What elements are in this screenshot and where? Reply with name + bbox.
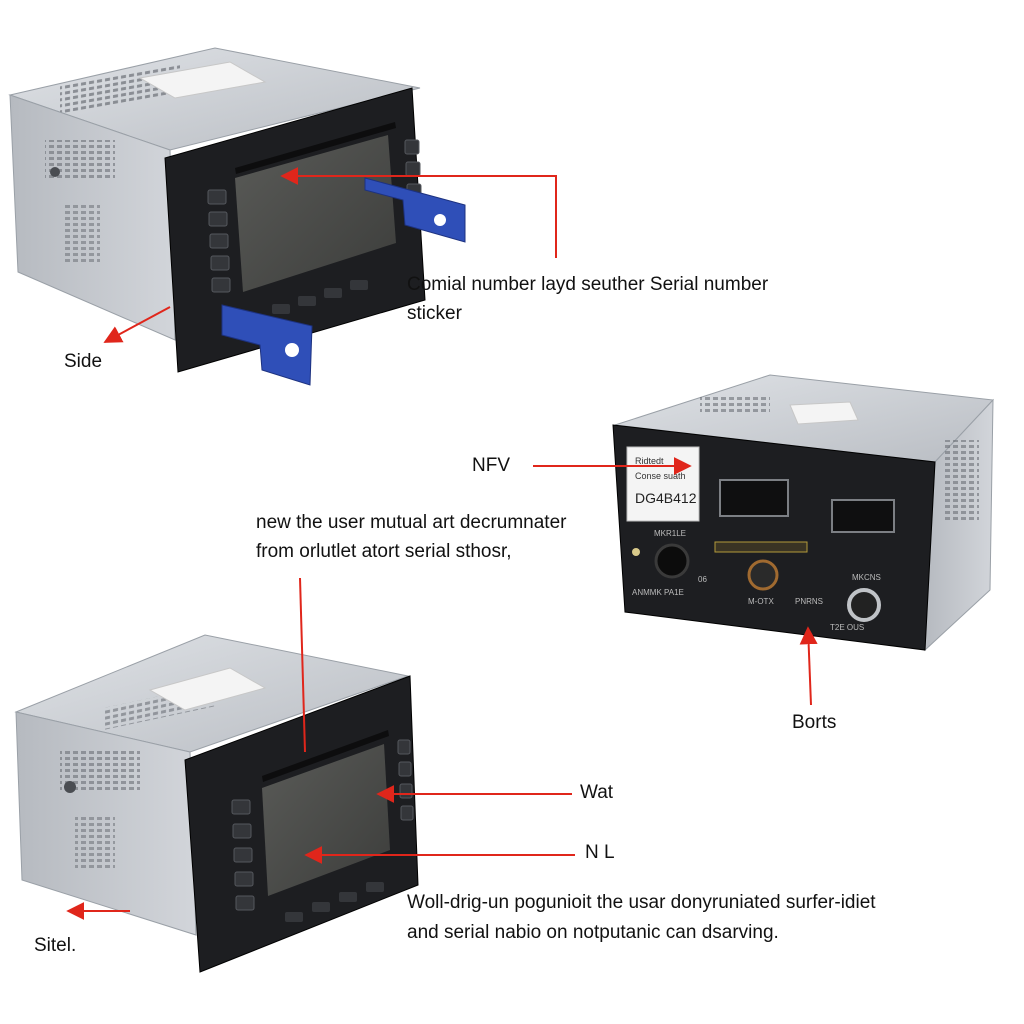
serial-sticker-code: DG4B412 [635,490,697,506]
bottom-unit-button [285,912,303,922]
rear-unit-port-small [831,499,895,533]
rear-unit-port-large [719,479,789,517]
rear-caption-far-right: T2E OUS [830,623,864,632]
bottom-unit-button [312,902,330,912]
rear-jack-left-label: MKR1LE [654,529,686,538]
rear-marker: 06 [698,575,707,584]
top-unit-button [405,161,421,177]
bottom-unit-button [400,805,414,821]
rear-unit-jack-mid [747,559,779,591]
bottom-unit-button [235,895,255,911]
top-unit-button [210,255,230,271]
top-unit-button [208,211,228,227]
rear-unit-jack-right [847,588,881,622]
top-unit-button [324,288,342,298]
rear-caption-left: ANMMK PA1E [632,588,684,597]
bottom-unit-button [234,871,254,887]
rear-unit-side-vents [945,440,979,520]
top-unit-bracket-hole [434,214,446,226]
label-side-top: Side [64,351,103,372]
top-unit-bottom-buttons [272,280,368,314]
rear-unit-jack-left [654,543,690,579]
top-unit-bracket-left [221,304,313,386]
label-nl: N L [585,842,615,863]
bottom-unit-screw-hole [64,781,76,793]
top-unit-screw-hole [50,167,60,177]
rear-unit-top-vents [700,395,770,415]
label-serial-sticker-line1: Comial number layd seuther Serial number [407,274,769,295]
top-unit-button [298,296,316,306]
annotation-arrows [66,167,818,920]
label-ports: Borts [792,712,837,733]
label-manual-line1: new the user mutual art decrumnater [256,512,567,533]
top-unit-screen [235,135,396,292]
rear-jack-right-label: MKCNS [852,573,881,582]
top-unit-button [350,280,368,290]
rear-unit-connector-strip [714,541,808,553]
arrow-ports [799,626,818,706]
bottom-unit-bottom-buttons [285,882,384,922]
rear-caption-right: PNRNS [795,597,823,606]
label-nfv: NFV [472,455,510,476]
top-unit-button [207,189,227,205]
bottom-unit-button [399,783,413,799]
bottom-unit-side-vents-2 [75,815,115,870]
top-unit-top-sticker [138,61,267,99]
top-head-unit [8,47,466,386]
line-manual-pointer [299,577,306,753]
label-wat: Wat [580,782,614,803]
label-side-bottom: Sitel. [34,935,77,956]
bottom-unit-button [233,847,253,863]
bottom-unit-screen [262,744,390,896]
serial-sticker-line2: Conse suath [635,471,686,481]
arrow-side-top [103,306,171,343]
bottom-unit-button [397,739,411,755]
serial-sticker-line1: Ridtedt [635,456,664,466]
top-unit-disc-slot [235,122,396,174]
bottom-head-unit [14,634,419,973]
label-bottom-line1: Woll-drig-un pogunioit the usar donyruni… [407,892,876,913]
label-manual-line2: from orlutlet atort serial sthosr, [256,541,512,562]
bottom-unit-disc-slot [262,730,389,782]
top-unit-bracket-hole [285,343,299,357]
rear-caption-mid: M-OTX [748,597,774,606]
rear-head-unit: Ridtedt Conse suath DG4B412 MKR1LE MKCNS… [612,374,995,652]
arrow-serial-sticker [280,167,557,258]
top-unit-button [272,304,290,314]
top-unit-button [404,139,420,155]
bottom-unit-button [339,892,357,902]
label-serial-sticker-line2: sticker [407,303,462,324]
label-bottom-line2: and serial nabio on notputanic can dsarv… [407,922,779,943]
top-unit-button [209,233,229,249]
bottom-unit-button [398,761,412,777]
rear-unit-small-jack [632,548,640,556]
top-unit-side-vents-2 [62,205,100,265]
bottom-unit-button [366,882,384,892]
bottom-unit-side-buttons [231,739,414,911]
bottom-unit-button [232,823,252,839]
bottom-unit-button [231,799,251,815]
rear-unit-top-sticker [789,401,859,425]
bottom-unit-top-sticker [148,667,267,711]
top-unit-button [211,277,231,293]
